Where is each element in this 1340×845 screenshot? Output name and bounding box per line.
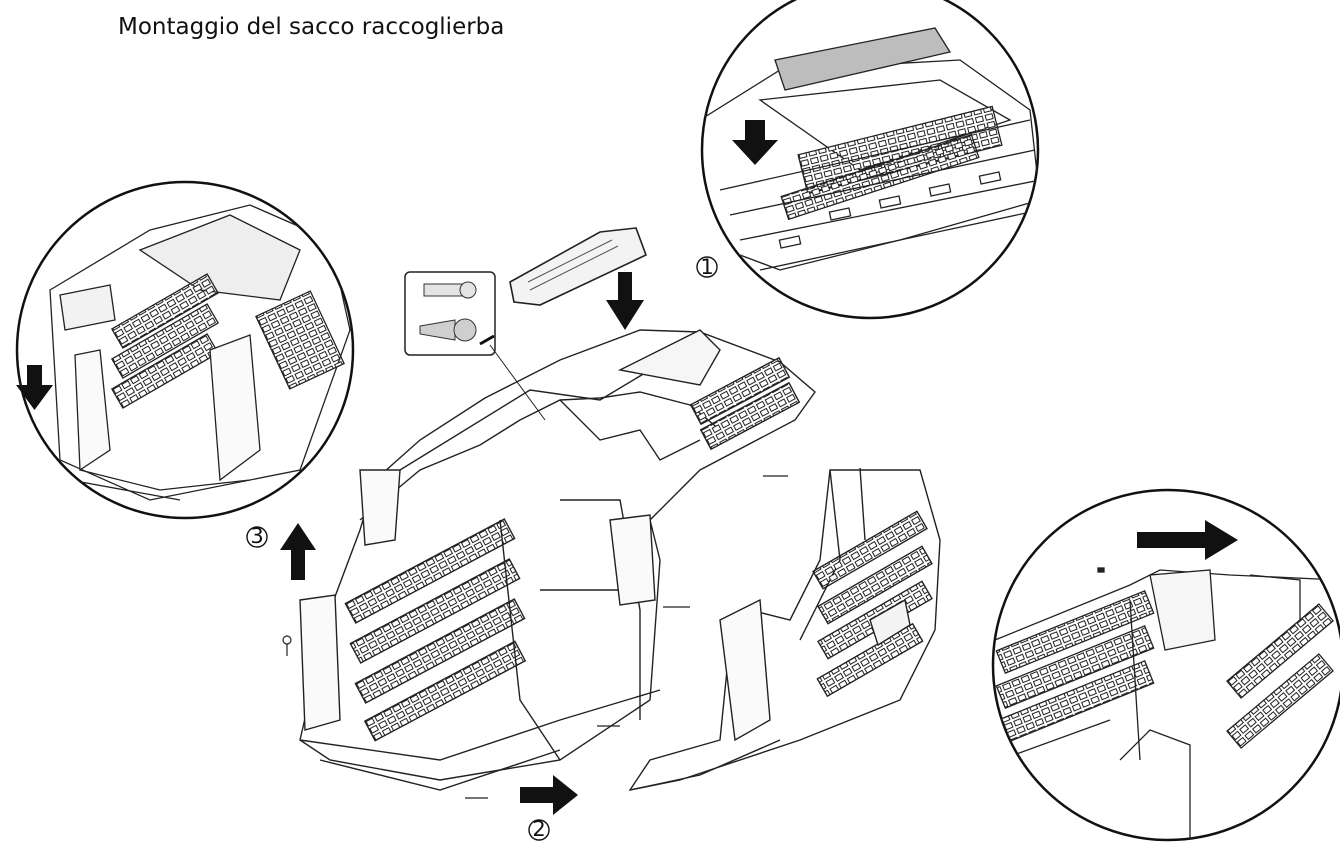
detail-circle-rear-joint: [991, 488, 1340, 842]
step-2-ring: [528, 819, 550, 841]
detail-circle-side-clip: [15, 180, 355, 520]
rear-bag-body: [628, 467, 941, 792]
down-arrow-icon: [16, 365, 53, 410]
step-2-label: 2: [532, 817, 545, 841]
handle-part: [509, 227, 648, 330]
step-1-label: 1: [700, 255, 713, 279]
down-arrow-icon: [732, 120, 778, 165]
screw-inset: [404, 271, 496, 356]
step-1-ring: [696, 256, 718, 278]
up-arrow-icon: [280, 523, 316, 580]
right-arrow-icon: [520, 775, 578, 815]
detail-circle-handle: [700, 0, 1040, 320]
screw-markers: [282, 475, 788, 799]
step-3-ring: [246, 526, 268, 548]
main-bag-body: [299, 329, 816, 791]
step-3-label: 3: [250, 524, 263, 548]
down-arrow-icon: [606, 272, 644, 330]
right-arrow-icon: [1137, 520, 1238, 560]
page-title: Montaggio del sacco raccoglierba: [118, 14, 505, 40]
